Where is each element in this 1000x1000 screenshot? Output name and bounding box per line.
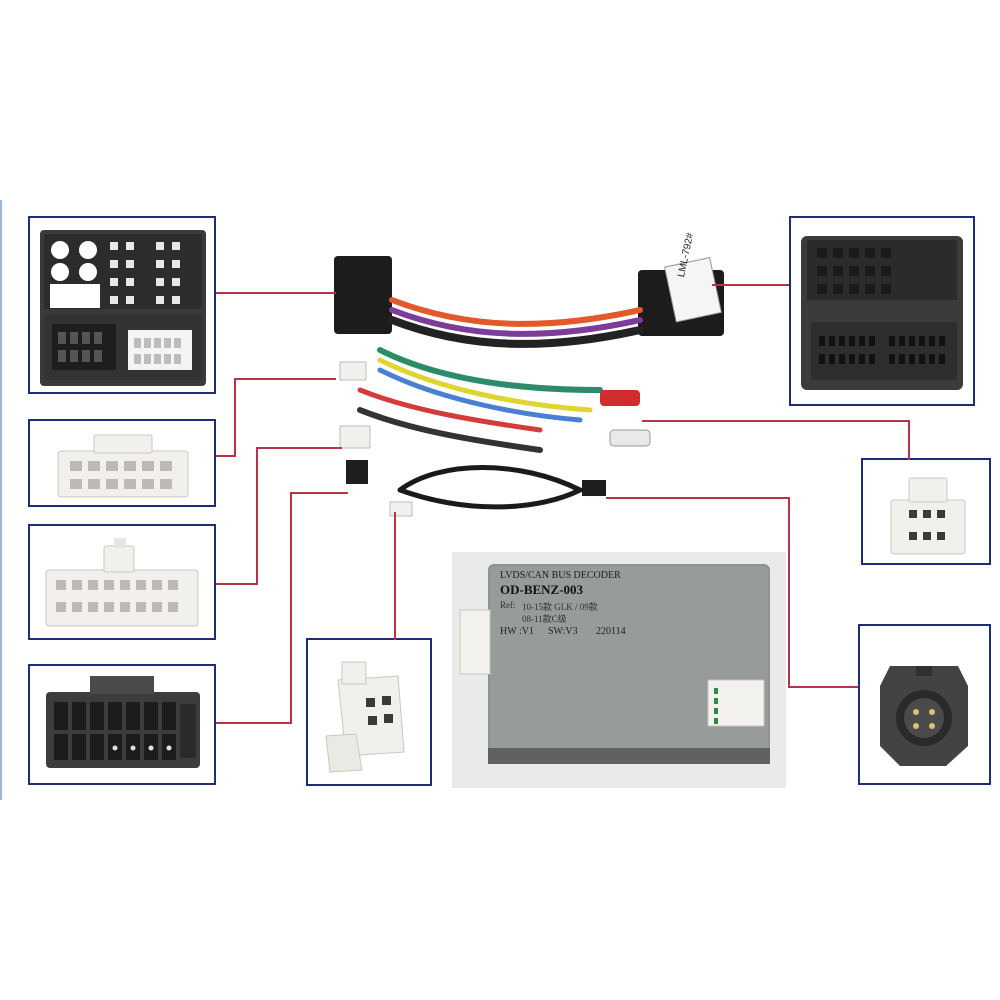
panel-white-8pin [861,458,991,565]
decoder-label-line1: LVDS/CAN BUS DECODER [500,570,621,581]
panel-white-connector-b [28,524,216,640]
decoder-model: OD-BENZ-003 [500,582,584,597]
wiring-harness [334,256,724,517]
leader-line [256,447,258,585]
left-edge-mark [0,200,2,800]
leader-line [290,492,292,724]
white-connector-a [57,434,189,498]
leader-line [642,420,910,422]
white-8pin-connector [890,477,966,555]
decoder-spec-label: Ref: [500,600,516,610]
leader-line [908,420,910,460]
panel-dark-16pin [28,664,216,785]
decoder-box-photo: LVDS/CAN BUS DECODER OD-BENZ-003 Ref: 10… [452,552,786,788]
decoder-hw: HW :V1 [500,626,534,637]
leader-line [788,686,858,688]
panel-lvds-socket [858,624,991,785]
panel-quadlock-right [789,216,975,406]
leader-line [216,583,258,585]
leader-line [256,447,342,449]
leader-line [788,497,790,687]
lvds-round-socket [880,666,968,766]
leader-line [234,378,236,457]
white-connector-b [45,538,199,627]
decoder-date: 220114 [596,626,626,637]
leader-line [606,497,790,499]
leader-line [216,292,336,294]
panel-white-connector-a [28,419,216,507]
leader-line [290,492,348,494]
dark-16pin-connector [46,676,200,768]
leader-line [234,378,336,380]
leader-line [394,512,396,640]
panel-white-4pin [306,638,432,786]
white-4pin-connector [325,661,405,773]
quadlock-connector-right [801,236,963,390]
quadlock-connector-left [40,230,206,386]
decoder-sw: SW:V3 [548,626,578,637]
panel-quadlock-left [28,216,216,394]
leader-line [712,284,789,286]
decoder-spec-2: 08-11款C级 [522,614,567,624]
leader-line [216,722,292,724]
leader-line [216,455,234,457]
decoder-spec-1: 10-15款 GLK / 09款 [522,602,598,612]
